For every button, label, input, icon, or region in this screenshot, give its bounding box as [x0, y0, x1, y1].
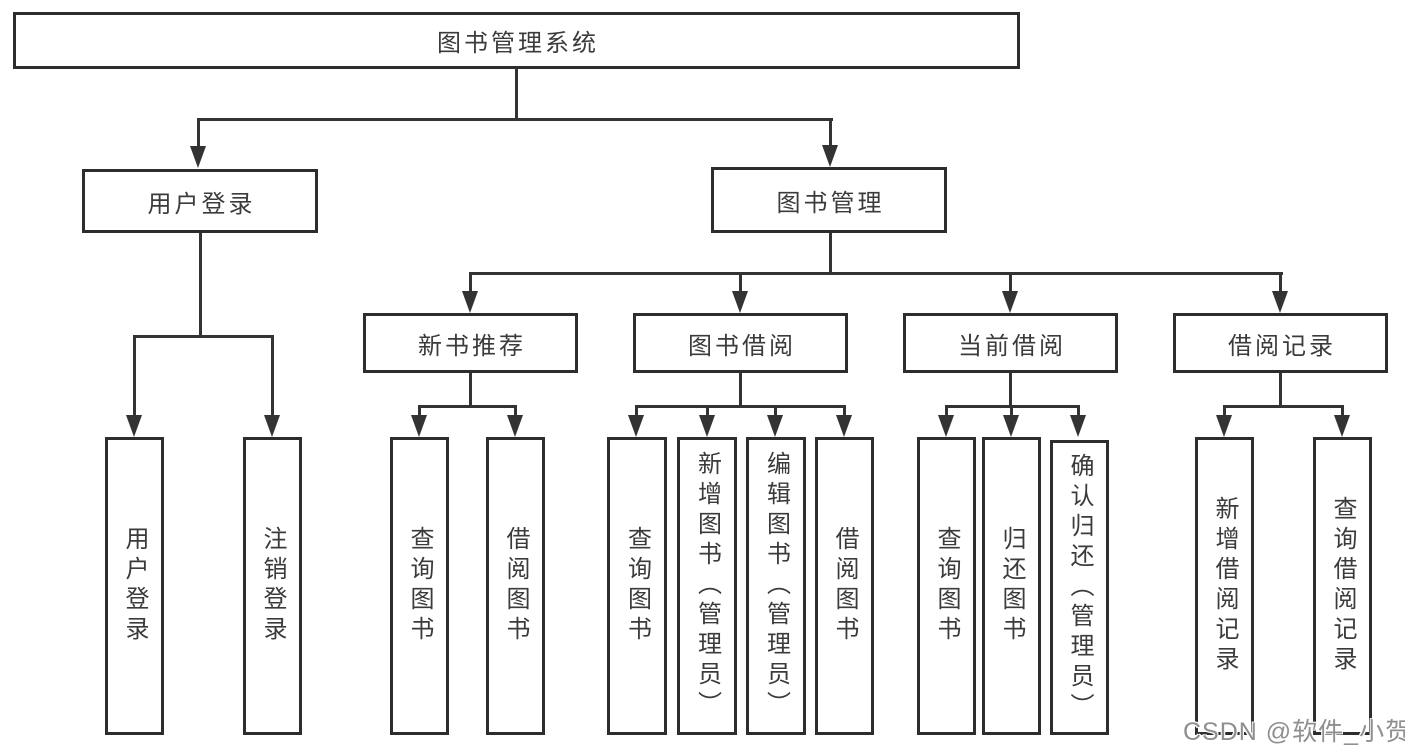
connector-drop-cur-return [1010, 405, 1013, 417]
leaf-recommend-query-book: 查询图书 [390, 437, 449, 735]
arrowhead-current-borrow [1002, 291, 1018, 313]
connector-drop-bor-query [635, 405, 638, 417]
leaf-current-return-book: 归还图书 [982, 437, 1041, 735]
connector-drop-record-query [1341, 405, 1344, 417]
connector-level1-rail [197, 118, 833, 121]
node-root: 图书管理系统 [13, 12, 1020, 69]
connector-drop-user-login [197, 118, 200, 152]
connector-borrow-record-stem [1279, 373, 1282, 407]
connector-book-borrow-stem [739, 373, 742, 407]
arrowhead-leaf-logout [264, 415, 280, 437]
arrowhead-book-management [822, 145, 838, 167]
connector-drop-borrow-record [1279, 272, 1282, 294]
arrowhead-leaf-user-login [126, 415, 142, 437]
leaf-current-confirm-return: 确认归还（管理员） [1050, 440, 1109, 735]
connector-borrow-record-rail [1223, 405, 1344, 408]
connector-drop-cur-query [945, 405, 948, 417]
connector-drop-book-borrow [739, 272, 742, 294]
node-user-login-label: 用户登录 [147, 190, 256, 218]
connector-drop-rec-query [418, 405, 421, 417]
node-new-book-recommend-label: 新书推荐 [418, 332, 526, 360]
node-book-management-label: 图书管理 [776, 189, 885, 217]
leaf-current-return-book-label: 归还图书 [998, 526, 1025, 646]
leaf-current-confirm-return-label: 确认归还（管理员） [1066, 452, 1093, 723]
arrowhead-cur-return [1003, 415, 1019, 437]
csdn-watermark: CSDN @软件_小贺同学 [1183, 718, 1405, 746]
leaf-record-add: 新增借阅记录 [1195, 437, 1254, 735]
leaf-borrow-add-book: 新增图书（管理员） [677, 437, 737, 735]
connector-user-login-rail [133, 335, 274, 338]
leaf-borrow-borrow-book-label: 借阅图书 [831, 526, 858, 646]
node-book-management: 图书管理 [711, 167, 947, 233]
node-current-borrow: 当前借阅 [903, 313, 1118, 373]
node-new-book-recommend: 新书推荐 [363, 313, 578, 373]
leaf-borrow-edit-book: 编辑图书（管理员） [746, 437, 806, 735]
leaf-borrow-query-book: 查询图书 [607, 437, 667, 735]
arrowhead-bor-edit [767, 415, 783, 437]
leaf-logout: 注销登录 [243, 437, 302, 735]
node-borrow-record-label: 借阅记录 [1228, 332, 1336, 360]
connector-level3-rail [469, 272, 1283, 275]
connector-drop-bor-add [706, 405, 709, 417]
leaf-user-login-label: 用户登录 [121, 526, 148, 646]
arrowhead-rec-borrow [507, 415, 523, 437]
connector-drop-record-add [1223, 405, 1226, 417]
leaf-recommend-query-book-label: 查询图书 [406, 526, 433, 646]
node-book-borrow-label: 图书借阅 [688, 332, 796, 360]
connector-book-management-stem [829, 233, 832, 275]
leaf-record-add-label: 新增借阅记录 [1211, 496, 1238, 676]
connector-drop-cur-confirm [1077, 405, 1080, 417]
leaf-borrow-edit-book-label: 编辑图书（管理员） [762, 451, 790, 721]
node-book-borrow: 图书借阅 [633, 313, 848, 373]
arrowhead-record-add [1216, 415, 1232, 437]
leaf-borrow-query-book-label: 查询图书 [623, 526, 651, 646]
connector-new-book-recommend-stem [469, 373, 472, 407]
node-user-login: 用户登录 [82, 169, 318, 233]
leaf-record-query-label: 查询借阅记录 [1329, 496, 1356, 676]
arrowhead-cur-confirm [1070, 415, 1086, 437]
leaf-logout-label: 注销登录 [259, 526, 286, 646]
arrowhead-bor-add [699, 415, 715, 437]
leaf-borrow-borrow-book: 借阅图书 [815, 437, 874, 735]
connector-drop-current-borrow [1009, 272, 1012, 294]
connector-drop-new-book-recommend [469, 272, 472, 294]
leaf-current-query-book-label: 查询图书 [933, 526, 960, 646]
connector-drop-bor-edit [774, 405, 777, 417]
connector-drop-rec-borrow [514, 405, 517, 417]
leaf-current-query-book: 查询图书 [917, 437, 976, 735]
arrowhead-borrow-record [1272, 291, 1288, 313]
node-root-label: 图书管理系统 [437, 30, 599, 57]
leaf-recommend-borrow-book-label: 借阅图书 [502, 526, 529, 646]
arrowhead-rec-query [411, 415, 427, 437]
connector-user-login-stem [199, 233, 202, 337]
connector-root-stem [515, 68, 518, 118]
connector-drop-leaf-user-login [133, 335, 136, 417]
node-borrow-record: 借阅记录 [1173, 313, 1388, 373]
connector-drop-leaf-logout [271, 335, 274, 417]
connector-current-borrow-stem [1009, 373, 1012, 407]
arrowhead-bor-borrow [836, 415, 852, 437]
connector-new-book-recommend-rail [418, 405, 517, 408]
arrowhead-cur-query [938, 415, 954, 437]
node-current-borrow-label: 当前借阅 [958, 332, 1066, 360]
arrowhead-bor-query [628, 415, 644, 437]
arrowhead-record-query [1334, 415, 1350, 437]
leaf-borrow-add-book-label: 新增图书（管理员） [693, 451, 721, 721]
leaf-user-login: 用户登录 [105, 437, 164, 735]
connector-drop-book-management [829, 118, 832, 151]
connector-drop-bor-borrow [843, 405, 846, 417]
arrowhead-book-borrow [732, 291, 748, 313]
arrowhead-new-book-recommend [462, 291, 478, 313]
arrowhead-user-login [190, 146, 206, 168]
leaf-recommend-borrow-book: 借阅图书 [486, 437, 545, 735]
leaf-record-query: 查询借阅记录 [1313, 437, 1372, 735]
connector-book-borrow-rail [635, 405, 846, 408]
